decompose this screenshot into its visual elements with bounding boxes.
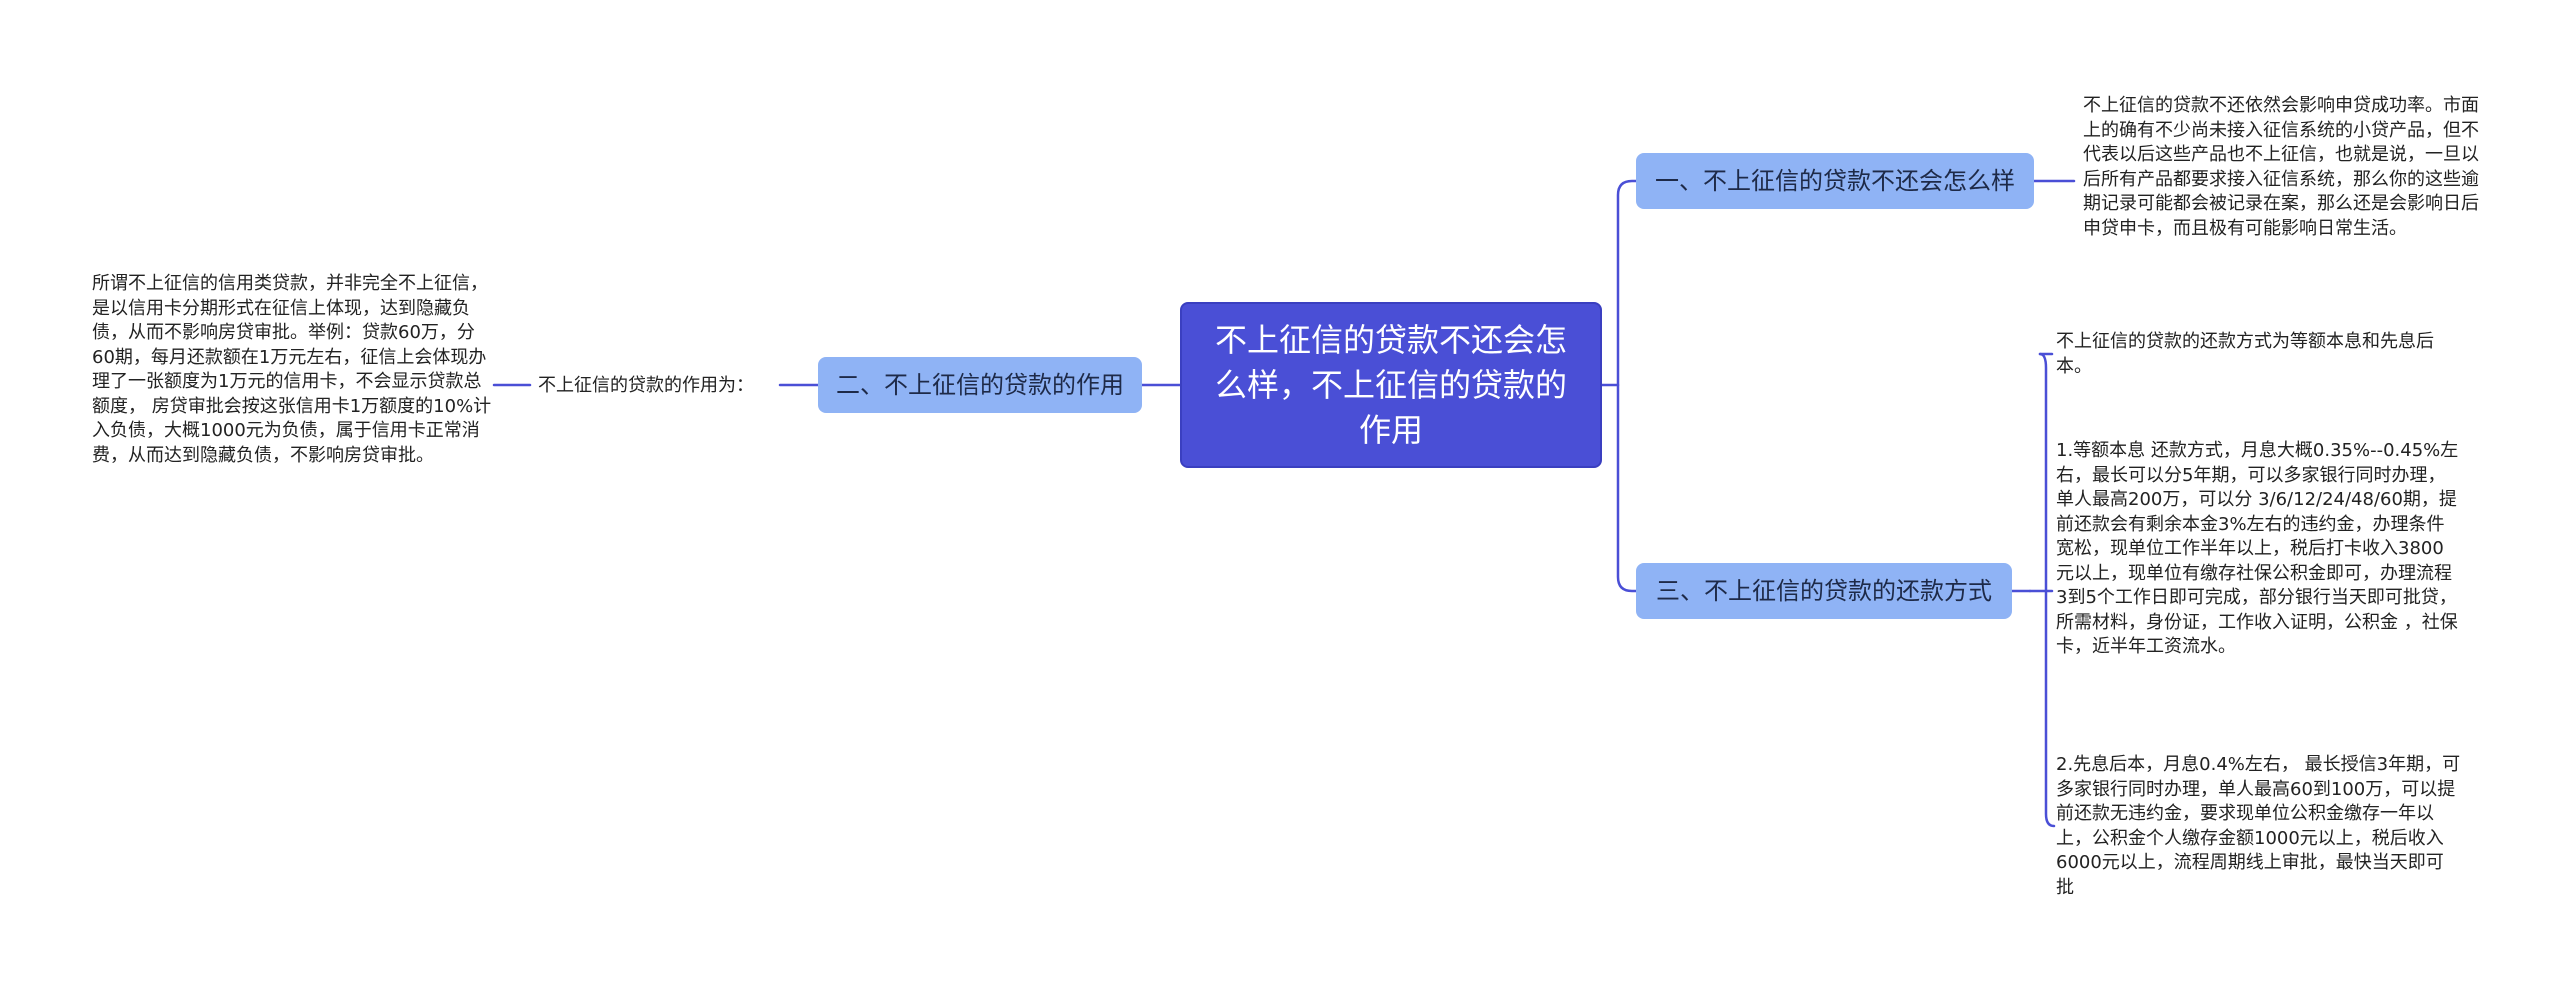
root-topic-text: 不上征信的贷款不还会怎么样，不上征信的贷款的作用 bbox=[1214, 320, 1567, 449]
leaf-consequence-detail-text: 不上征信的贷款不还依然会影响申贷成功率。市面上的确有不少尚未接入征信系统的小贷产… bbox=[2083, 95, 2479, 239]
branch-topic-3-label: 三、不上征信的贷款的还款方式 bbox=[1656, 577, 1992, 605]
branch-topic-3[interactable]: 三、不上征信的贷款的还款方式 bbox=[1636, 563, 2012, 619]
leaf-repayment-equal-installment-text: 1.等额本息 还款方式，月息大概0.35%--0.45%左右，最长可以分5年期，… bbox=[2056, 440, 2459, 657]
leaf-repayment-interest-first[interactable]: 2.先息后本，月息0.4%左右， 最长授信3年期，可多家银行同时办理，单人最高6… bbox=[2056, 753, 2461, 900]
leaf-repayment-summary-text: 不上征信的贷款的还款方式为等额本息和先息后本。 bbox=[2056, 331, 2434, 377]
leaf-repayment-summary[interactable]: 不上征信的贷款的还款方式为等额本息和先息后本。 bbox=[2056, 330, 2461, 379]
branch-topic-2-label: 二、不上征信的贷款的作用 bbox=[836, 371, 1124, 399]
branch-topic-2[interactable]: 二、不上征信的贷款的作用 bbox=[818, 357, 1142, 413]
subtopic-usage-label-text: 不上征信的贷款的作用为： bbox=[538, 375, 754, 396]
connector-right-trunk bbox=[1616, 179, 1638, 593]
root-topic[interactable]: 不上征信的贷款不还会怎么样，不上征信的贷款的作用 bbox=[1180, 302, 1602, 468]
leaf-usage-detail-text: 所谓不上征信的信用类贷款，并非完全不上征信，是以信用卡分期形式在征信上体现，达到… bbox=[92, 273, 492, 466]
subtopic-usage-label[interactable]: 不上征信的贷款的作用为： bbox=[538, 373, 754, 399]
leaf-usage-detail[interactable]: 所谓不上征信的信用类贷款，并非完全不上征信，是以信用卡分期形式在征信上体现，达到… bbox=[92, 272, 492, 468]
branch-topic-1-label: 一、不上征信的贷款不还会怎么样 bbox=[1655, 167, 2015, 195]
branch-topic-1[interactable]: 一、不上征信的贷款不还会怎么样 bbox=[1636, 153, 2034, 209]
leaf-consequence-detail[interactable]: 不上征信的贷款不还依然会影响申贷成功率。市面上的确有不少尚未接入征信系统的小贷产… bbox=[2083, 94, 2483, 241]
leaf-repayment-interest-first-text: 2.先息后本，月息0.4%左右， 最长授信3年期，可多家银行同时办理，单人最高6… bbox=[2056, 754, 2461, 898]
leaf-repayment-equal-installment[interactable]: 1.等额本息 还款方式，月息大概0.35%--0.45%左右，最长可以分5年期，… bbox=[2056, 439, 2461, 660]
